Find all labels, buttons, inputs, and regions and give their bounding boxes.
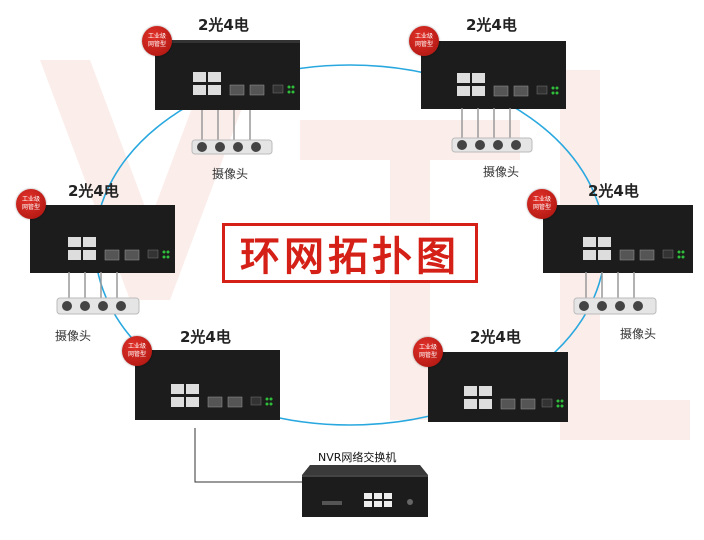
- industrial-badge: 工业级网管型: [527, 189, 557, 219]
- industrial-badge: 工业级网管型: [16, 189, 46, 219]
- camera-group-mid-left: [56, 272, 140, 315]
- switch-top-left: [155, 40, 300, 110]
- camera-label: 摄像头: [483, 165, 520, 179]
- camera-icon: [573, 297, 657, 315]
- switch-label: 2光4电: [588, 182, 639, 200]
- switch-body: [155, 40, 300, 110]
- switch-body: [543, 205, 693, 273]
- camera-icon: [451, 137, 533, 153]
- switch-bottom-right: [428, 352, 568, 422]
- camera-label: 摄像头: [620, 327, 657, 341]
- switch-top-right: [421, 41, 566, 109]
- camera-group-top-right: [451, 108, 533, 153]
- switch-body: [135, 350, 280, 420]
- switch-mid-left: [30, 205, 175, 273]
- switch-body: [428, 352, 568, 422]
- industrial-badge: 工业级网管型: [142, 26, 172, 56]
- rj45-ports: [193, 72, 221, 95]
- switch-body: [421, 41, 566, 109]
- switch-label: 2光4电: [198, 16, 249, 34]
- camera-group-mid-right: [573, 272, 657, 315]
- sfp-ports: [229, 84, 265, 96]
- industrial-badge: 工业级网管型: [122, 336, 152, 366]
- nvr-uplink-cable: [194, 428, 305, 483]
- camera-icon: [56, 297, 140, 315]
- camera-label: 摄像头: [55, 329, 92, 343]
- switch-body: [30, 205, 175, 273]
- industrial-badge: 工业级网管型: [413, 337, 443, 367]
- camera-label: 摄像头: [212, 167, 249, 181]
- switch-label: 2光4电: [466, 16, 517, 34]
- switch-label: 2光4电: [470, 328, 521, 346]
- switch-mid-right: [543, 205, 693, 273]
- camera-icon: [191, 139, 273, 155]
- diagram-title: 环网拓扑图: [222, 223, 478, 283]
- industrial-badge: 工业级网管型: [409, 26, 439, 56]
- nvr-device: [302, 465, 428, 517]
- switch-label: 2光4电: [68, 182, 119, 200]
- console-port: [272, 84, 284, 94]
- camera-group-top-left: [191, 110, 273, 155]
- switch-label: 2光4电: [180, 328, 231, 346]
- switch-bottom-left: [135, 350, 280, 420]
- nvr-label: NVR网络交换机: [318, 451, 397, 464]
- diagram-title-text: 环网拓扑图: [240, 234, 460, 280]
